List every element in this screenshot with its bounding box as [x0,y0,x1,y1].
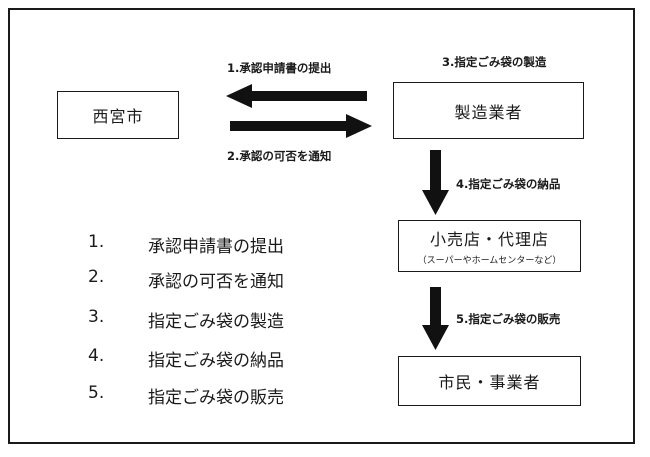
arrow-step2 [230,114,372,138]
node-citizens-label: 市民・事業者 [438,373,541,392]
legend-num-3: 3. [88,307,105,327]
edge-label-step4: 4.指定ごみ袋の納品 [456,177,561,191]
arrow-step1 [226,84,367,108]
node-retail: 小売店・代理店 （スーパーやホームセンターなど） [398,220,581,272]
legend-text-1: 承認申請書の提出 [148,237,284,257]
node-retail-sublabel: （スーパーやホームセンターなど） [417,256,562,266]
edge-label-step3: 3.指定ごみ袋の製造 [442,55,547,69]
legend-text-4: 指定ごみ袋の納品 [148,351,284,371]
legend-num-4: 4. [88,346,105,366]
arrow-step5 [422,287,449,350]
edge-label-step5: 5.指定ごみ袋の販売 [456,312,561,326]
legend-text-2: 承認の可否を通知 [148,272,284,292]
node-retail-label: 小売店・代理店 [429,230,549,249]
node-city: 西宮市 [57,91,179,139]
node-manufacturer: 製造業者 [393,82,584,139]
arrow-step4 [422,150,449,215]
node-citizens: 市民・事業者 [398,356,581,406]
legend-num-2: 2. [88,267,105,287]
legend-num-1: 1. [88,232,105,252]
legend-text-5: 指定ごみ袋の販売 [148,388,284,408]
edge-label-step2: 2.承認の可否を通知 [227,149,332,163]
legend-num-5: 5. [88,383,105,403]
legend-text-3: 指定ごみ袋の製造 [148,312,284,332]
edge-label-step1: 1.承認申請書の提出 [227,61,332,75]
node-city-label: 西宮市 [92,107,144,126]
node-manufacturer-label: 製造業者 [454,102,523,122]
diagram-frame [8,8,635,444]
